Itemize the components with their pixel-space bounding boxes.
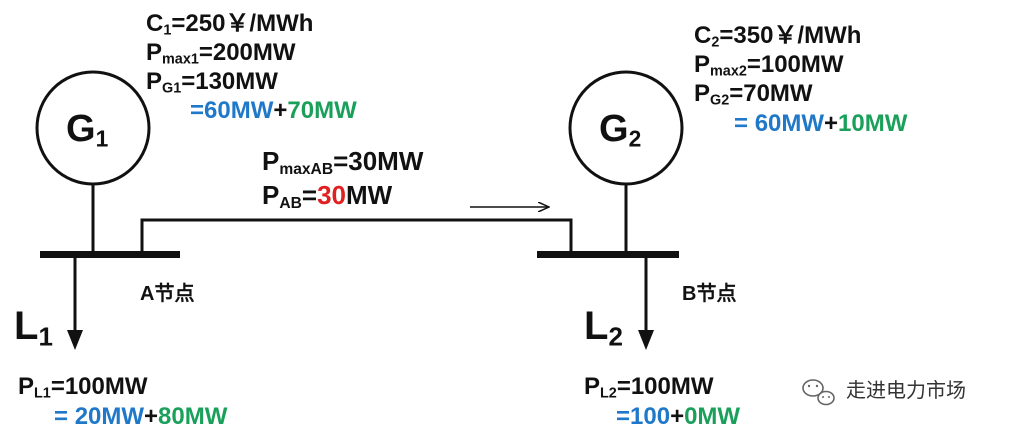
gen1-cost-sub: 1 xyxy=(163,22,172,39)
gen2-pg-sub: G2 xyxy=(710,92,730,109)
load1-split-part2: 80MW xyxy=(158,403,228,430)
load2-split-plus: + xyxy=(670,403,685,430)
gen1-split-plus: + xyxy=(273,97,288,124)
load1-split-part1: 20MW xyxy=(74,403,145,430)
gen2-cost-symbol: C xyxy=(694,22,712,49)
gen2-cost-sub: 2 xyxy=(711,34,720,51)
gen2-cost-value: =350￥/MWh xyxy=(719,22,862,49)
generator-g1-label: G1 xyxy=(66,108,108,150)
bus-bar-b xyxy=(537,251,679,258)
gen2-split: = 60MW+10MW xyxy=(734,112,907,136)
load2-split-part1: 100 xyxy=(630,403,671,430)
gen1-split-eq: = xyxy=(190,97,205,124)
gen1-split: =60MW+70MW xyxy=(190,99,357,123)
gen2-pg: PG2=70MW xyxy=(694,80,813,109)
load1-split-eq: = xyxy=(54,403,69,430)
gen2-split-part2: 10MW xyxy=(838,110,908,137)
line-ab-pmax: PmaxAB=30MW xyxy=(262,146,424,177)
line-ab-flow: PAB=30MW xyxy=(262,180,393,211)
load2-p-value: =100MW xyxy=(616,373,714,400)
gen2-pmax: Pmax2=100MW xyxy=(694,51,844,80)
line-flow-eq: = xyxy=(301,180,318,210)
load1-split: = 20MW+80MW xyxy=(54,405,227,429)
load1-p-symbol: P xyxy=(18,373,35,400)
gen1-cost: C1=250￥/MWh xyxy=(146,10,314,39)
line-pmax-symbol: P xyxy=(262,146,280,176)
gen1-split-part1: 60MW xyxy=(204,97,274,124)
gen1-pmax-value: =200MW xyxy=(198,39,296,66)
line-flow-number: 30 xyxy=(317,180,346,210)
gen1-pg-symbol: P xyxy=(146,68,163,95)
load2-split-part2: 0MW xyxy=(684,403,741,430)
gen2-pmax-sub: max2 xyxy=(710,63,747,80)
load2-p-sub: L2 xyxy=(600,385,617,402)
load1-p-sub: L1 xyxy=(34,385,51,402)
gen2-pg-symbol: P xyxy=(694,80,711,107)
gen2-pmax-value: =100MW xyxy=(746,51,844,78)
generator-g1-sub: 1 xyxy=(95,125,109,152)
generator-g1-letter: G xyxy=(66,108,96,150)
node-b-label: B节点 xyxy=(682,283,737,305)
bus-bar-a xyxy=(40,251,180,258)
line-flow-sub: AB xyxy=(279,194,302,212)
gen1-pmax: Pmax1=200MW xyxy=(146,39,296,68)
gen1-pmax-sub: max1 xyxy=(162,51,199,68)
gen1-pg: PG1=130MW xyxy=(146,68,278,97)
watermark-text: 走进电力市场 xyxy=(846,378,966,402)
load-l1-letter: L xyxy=(14,304,39,348)
transmission-line-ab xyxy=(140,218,573,254)
load2-power: PL2=100MW xyxy=(584,373,714,402)
load-l2-label: L2 xyxy=(584,304,623,350)
wechat-icon xyxy=(802,379,835,406)
load1-p-value: =100MW xyxy=(50,373,148,400)
node-a-label: A节点 xyxy=(140,283,195,305)
gen1-pg-value: =130MW xyxy=(181,68,278,95)
load-l1-arrowhead xyxy=(67,330,83,350)
line-pmax-value: =30MW xyxy=(333,146,424,176)
load2-split: =100+0MW xyxy=(616,405,740,429)
load-l1-label: L1 xyxy=(14,304,53,350)
gen1-cost-symbol: C xyxy=(146,10,164,37)
gen1-cost-value: =250￥/MWh xyxy=(171,10,314,37)
load1-split-plus: + xyxy=(144,403,159,430)
line-flow-symbol: P xyxy=(262,180,280,210)
gen2-pg-value: =70MW xyxy=(729,80,813,107)
gen2-split-plus: + xyxy=(824,110,839,137)
gen2-split-part1: 60MW xyxy=(754,110,825,137)
load-l2-arrowhead xyxy=(638,330,654,350)
load2-p-symbol: P xyxy=(584,373,601,400)
gen2-cost: C2=350￥/MWh xyxy=(694,22,862,51)
load2-split-eq: = xyxy=(616,403,631,430)
gen2-split-eq: = xyxy=(734,110,749,137)
gen1-pmax-symbol: P xyxy=(146,39,163,66)
generator-g2-label: G2 xyxy=(599,108,641,150)
load-l2-sub: 2 xyxy=(608,321,623,352)
line-pmax-sub: maxAB xyxy=(279,160,334,178)
load-l2-letter: L xyxy=(584,304,609,348)
load1-power: PL1=100MW xyxy=(18,373,148,402)
load-l1-sub: 1 xyxy=(38,321,53,352)
generator-g2-letter: G xyxy=(599,108,629,150)
gen2-pmax-symbol: P xyxy=(694,51,711,78)
generator-g2-sub: 2 xyxy=(628,125,642,152)
gen1-split-part2: 70MW xyxy=(287,97,357,124)
gen1-pg-sub: G1 xyxy=(162,80,182,97)
line-flow-unit: MW xyxy=(345,180,393,210)
